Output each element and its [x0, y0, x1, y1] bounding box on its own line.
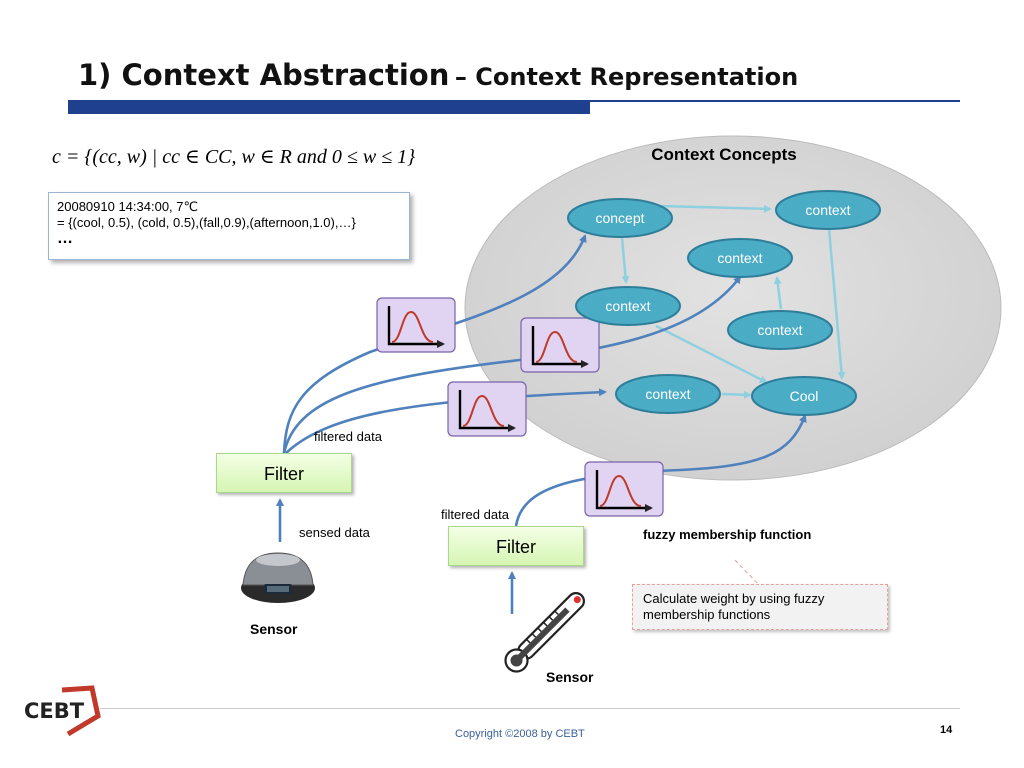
- example-line-1: 20080910 14:34:00, 7℃: [57, 199, 199, 214]
- fuzzy-function-4: [585, 462, 663, 516]
- node-context-2-label: context: [717, 250, 762, 266]
- arrow-filter1-context: [282, 275, 742, 454]
- node-cool-label: Cool: [790, 388, 819, 404]
- node-context-5: context: [615, 374, 721, 414]
- title-sub: – Context Representation: [454, 63, 799, 91]
- node-context-1-label: context: [805, 202, 850, 218]
- node-context-1: context: [775, 190, 881, 230]
- sensor-label-1: Sensor: [250, 621, 298, 637]
- edge-concept-context2: [620, 237, 630, 284]
- node-context-3-label: context: [605, 298, 650, 314]
- fuzzy-function-1: [377, 298, 455, 352]
- title-bar: [68, 100, 590, 114]
- arrow-filter2-cool: [514, 414, 807, 527]
- title-main: 1) Context Abstraction: [78, 58, 450, 92]
- edge-concept-context: [659, 204, 772, 213]
- thermometer-sensor-icon: [504, 591, 586, 673]
- page-number: 14: [940, 724, 953, 736]
- example-box: 20080910 14:34:00, 7℃ = {(cool, 0.5), (c…: [48, 192, 410, 260]
- page-title: 1) Context Abstraction – Context Represe…: [78, 58, 798, 92]
- footer-rule: [100, 708, 960, 709]
- clock-sensor-icon: [241, 552, 315, 603]
- note-box: Calculate weight by using fuzzy membersh…: [632, 584, 888, 630]
- arrow-filter1-context5: [285, 388, 607, 454]
- edge-context-up: [773, 276, 783, 310]
- copyright: Copyright ©2008 by CEBT: [455, 728, 585, 740]
- formula: c = {(cc, w) | cc ∈ CC, w ∈ R and 0 ≤ w …: [52, 146, 416, 168]
- node-context-5-label: context: [645, 386, 690, 402]
- edge-context-cool3: [721, 390, 752, 399]
- example-ellipsis: …: [57, 230, 73, 247]
- filtered-data-label-2: filtered data: [441, 507, 509, 522]
- logo-text: CEBT: [24, 699, 85, 723]
- note-connector: [734, 559, 761, 587]
- node-context-4-label: context: [757, 322, 802, 338]
- example-line-2: = {(cool, 0.5), (cold, 0.5),(fall,0.9),(…: [57, 215, 356, 230]
- sensor-label-2: Sensor: [546, 669, 594, 685]
- fuzzy-function-3: [448, 382, 526, 436]
- node-context-4: context: [727, 310, 833, 350]
- fuzzy-function-2: [521, 318, 599, 372]
- fuzzy-function-label: fuzzy membership function: [643, 527, 812, 542]
- sensed-data-label: sensed data: [299, 525, 370, 540]
- node-cool: Cool: [751, 376, 857, 416]
- concepts-title: Context Concepts: [651, 145, 796, 164]
- node-context-3: context: [575, 286, 681, 326]
- edge-context-cool: [827, 227, 846, 380]
- edge-context-cool2: [655, 324, 768, 384]
- title-rule: [590, 100, 960, 102]
- node-concept: concept: [567, 198, 673, 238]
- concept-space: [464, 135, 1002, 481]
- node-concept-label: concept: [595, 210, 644, 226]
- filter-box-2: Filter: [448, 526, 584, 566]
- node-context-2: context: [687, 238, 793, 278]
- cebt-logo: CEBT: [24, 685, 101, 737]
- filtered-data-label-1: filtered data: [314, 429, 382, 444]
- filter-box-1: Filter: [216, 453, 352, 493]
